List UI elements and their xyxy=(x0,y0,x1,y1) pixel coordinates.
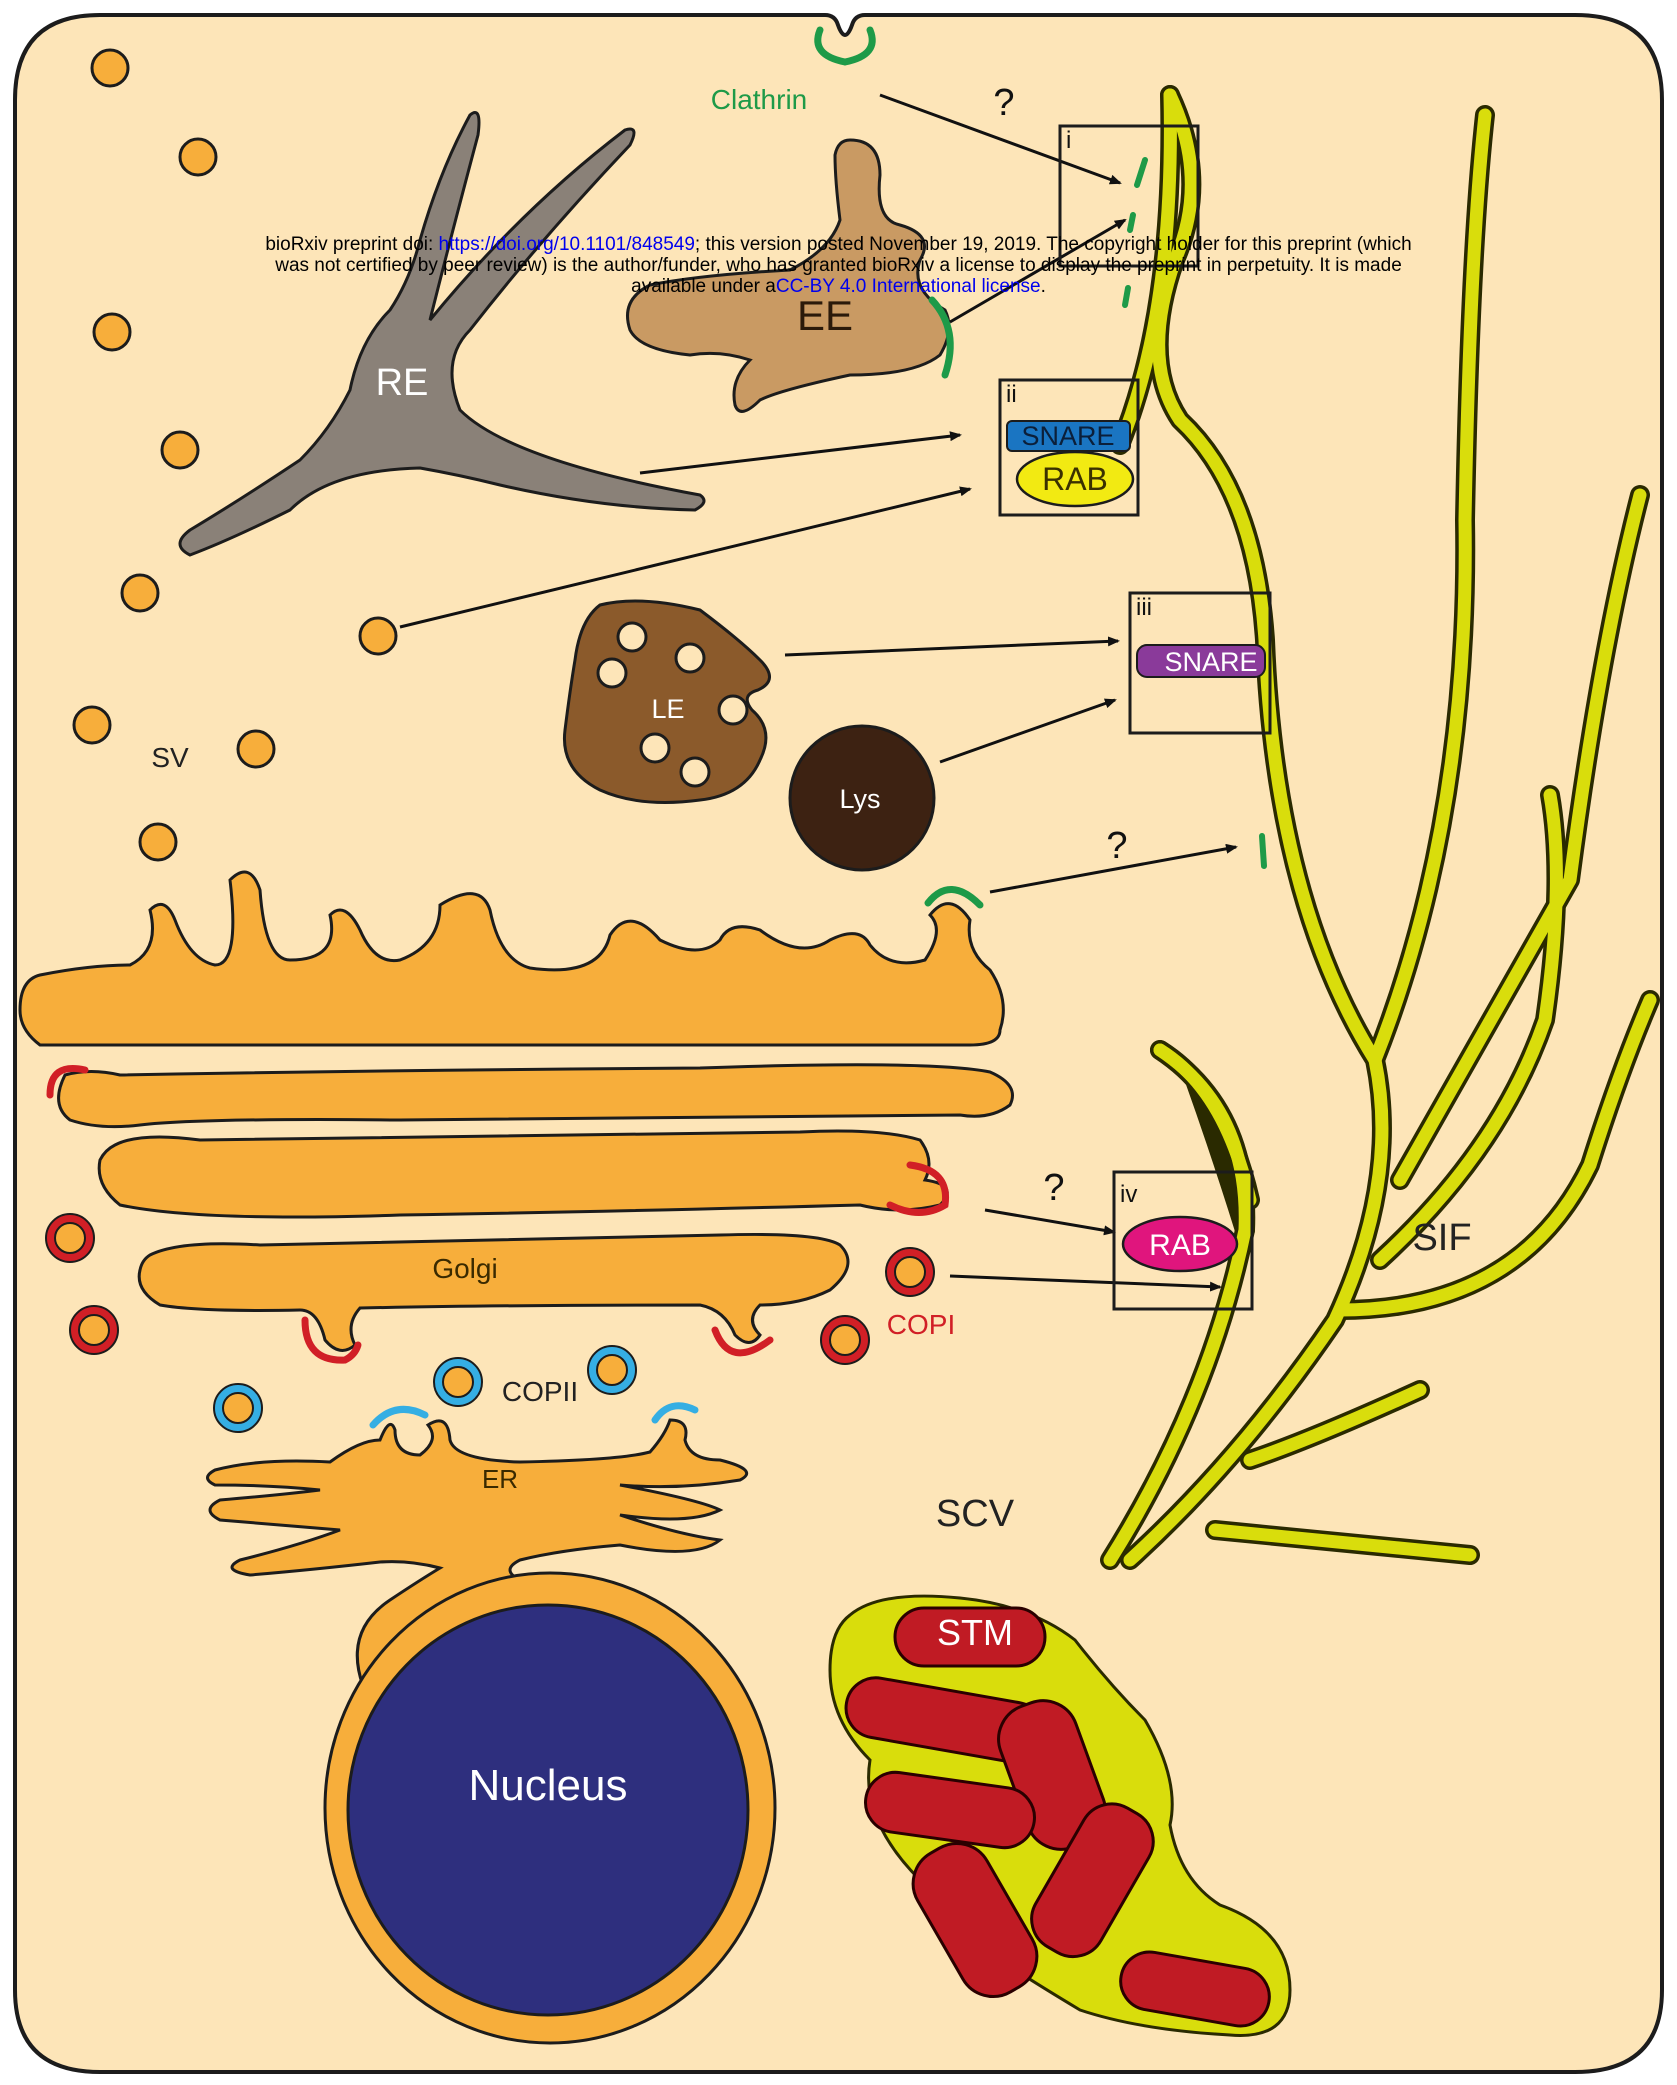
sv-label: SV xyxy=(151,742,189,773)
box-ii-snare-label: SNARE xyxy=(1021,421,1114,451)
box-iv-rab-label: RAB xyxy=(1149,1229,1211,1262)
question-mark-golgi: ? xyxy=(1106,825,1127,867)
sif-label: SIF xyxy=(1412,1217,1471,1259)
ilv xyxy=(598,659,626,687)
ilv xyxy=(681,758,709,786)
nucleus xyxy=(348,1605,748,2015)
golgi-label: Golgi xyxy=(432,1253,497,1284)
copii-vesicle xyxy=(434,1358,482,1406)
nucleus-label: Nucleus xyxy=(469,1761,628,1810)
scv-label: SCV xyxy=(936,1493,1015,1535)
ilv xyxy=(641,734,669,762)
le-label: LE xyxy=(651,694,684,724)
box-iii-numeral: iii xyxy=(1136,594,1152,621)
box-ii-rab-label: RAB xyxy=(1042,461,1108,497)
sv-vesicle xyxy=(74,707,110,743)
copi-vesicle xyxy=(70,1306,118,1354)
ee-label: EE xyxy=(797,292,853,339)
box-iv-numeral: iv xyxy=(1120,1181,1137,1208)
er-label: ER xyxy=(482,1464,518,1494)
sv-vesicle xyxy=(94,314,130,350)
stm-label: STM xyxy=(937,1612,1013,1653)
ilv xyxy=(719,696,747,724)
sv-vesicle xyxy=(180,139,216,175)
copii-vesicle xyxy=(588,1346,636,1394)
copi-vesicle xyxy=(46,1214,94,1262)
golgi-cisterna-3 xyxy=(99,1131,947,1217)
ilv xyxy=(676,644,704,672)
question-mark-clathrin: ? xyxy=(993,82,1014,124)
copi-vesicle xyxy=(886,1248,934,1296)
copii-label: COPII xyxy=(502,1376,578,1407)
sv-vesicle xyxy=(162,432,198,468)
sv-vesicle xyxy=(122,575,158,611)
sv-vesicle xyxy=(140,824,176,860)
box-ii-numeral: ii xyxy=(1006,381,1017,408)
ilv xyxy=(618,623,646,651)
copi-vesicle xyxy=(821,1316,869,1364)
lys-label: Lys xyxy=(839,784,880,814)
copi-label: COPI xyxy=(887,1309,955,1340)
clathrin-label: Clathrin xyxy=(711,84,807,115)
sv-vesicle xyxy=(92,50,128,86)
box-iii-snare-label: SNARE xyxy=(1164,647,1257,677)
question-mark-copi: ? xyxy=(1043,1167,1064,1209)
sv-vesicle xyxy=(360,618,396,654)
box-i-numeral: i xyxy=(1066,127,1071,154)
copii-vesicle xyxy=(214,1384,262,1432)
sv-vesicle xyxy=(238,731,274,767)
re-label: RE xyxy=(376,362,429,404)
